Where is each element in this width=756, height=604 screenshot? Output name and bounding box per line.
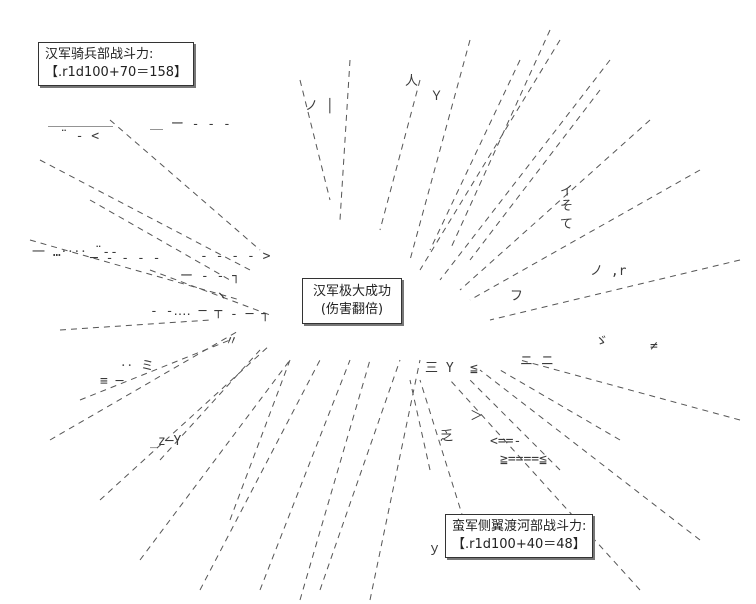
- ascii-fragment: ≧====≦: [500, 452, 547, 467]
- han-cavalry-title: 汉军骑兵部战斗力:: [45, 47, 154, 62]
- speed-line: [59, 319, 211, 331]
- ascii-fragment: ノ ,r: [590, 264, 627, 279]
- speed-line: [229, 359, 291, 521]
- speed-line: [449, 379, 641, 591]
- ascii-fragment: イ: [560, 184, 573, 199]
- speed-line: [29, 239, 241, 301]
- speed-line: [109, 119, 261, 251]
- speed-line: [449, 29, 551, 251]
- speed-line: [79, 339, 231, 401]
- speed-line: [299, 79, 331, 201]
- speed-line: [139, 359, 291, 561]
- han-cavalry-power-panel: 汉军骑兵部战斗力: 【.r1d100+70＝158】: [38, 42, 195, 86]
- ascii-fragment: 一 …‥‥ ¨‐‐: [32, 245, 118, 260]
- speed-line: [379, 79, 421, 231]
- ascii-fragment: Ｙ: [430, 89, 443, 104]
- ascii-fragment: <==‐: [490, 434, 521, 449]
- speed-line: [409, 39, 471, 261]
- man-flank-roll: 【.r1d100+40＝48】: [452, 537, 586, 552]
- speed-line: [469, 89, 601, 261]
- speed-line: [199, 359, 321, 591]
- speed-line: [339, 59, 351, 221]
- speed-line: [49, 329, 241, 441]
- man-flank-power-panel: 蛮军侧翼渡河部战斗力: 【.r1d100+40＝48】: [445, 514, 594, 558]
- ascii-fragment: ゞ: [595, 334, 608, 349]
- ascii-fragment: ─ ‐ ‐ ‐ ‐: [89, 251, 160, 266]
- speed-line: [429, 59, 521, 251]
- speed-line: [159, 349, 261, 461]
- ascii-fragment: ー ‐ ‐ ┐: [180, 269, 240, 284]
- man-flank-title: 蛮军侧翼渡河部战斗力:: [452, 519, 587, 534]
- ascii-fragment: _z─Y: [150, 434, 181, 449]
- ascii-fragment: ‐ ‐ ‐ ‐ >: [200, 249, 271, 264]
- speed-line: [259, 359, 351, 591]
- ascii-fragment: ノ │: [305, 97, 334, 114]
- ascii-fragment: ＞: [470, 409, 483, 424]
- battle-result-headline: 汉军极大成功: [313, 284, 392, 299]
- ascii-glyphs: ＿＿＿＿＿ ＿ ー ‐ ‐ ‐ ¨ ‐ < 一 …‥‥ ¨‐‐─ ‐ ‐ ‐ ‐ ‐ ‐…: [32, 74, 658, 556]
- ascii-fragment: ニ ニ: [520, 354, 554, 369]
- battle-result-effect: (伤害翻倍): [320, 302, 384, 317]
- ascii-fragment: ≡ ─: [100, 374, 124, 389]
- speed-line: [299, 359, 371, 601]
- speed-line: [99, 344, 271, 501]
- ascii-fragment: ≦: [470, 361, 478, 376]
- speed-line: [489, 259, 741, 321]
- ascii-fragment: 三 Y: [425, 361, 454, 376]
- ascii-fragment: ‐ ‐‥‥ ─ ┬: [150, 304, 222, 319]
- ascii-fragment: ｙ: [428, 541, 441, 556]
- speed-line: [409, 379, 431, 471]
- speed-line: [459, 119, 651, 291]
- speed-line: [89, 199, 231, 281]
- speed-line: [469, 169, 701, 301]
- ascii-fragment: フ: [510, 289, 523, 304]
- speed-line: [369, 359, 421, 601]
- ascii-fragment: ‥ ミ: [120, 359, 154, 374]
- speed-line: [319, 359, 401, 591]
- speed-line: [519, 359, 741, 421]
- speed-line: [419, 379, 471, 541]
- ascii-fragment: ＿＿＿＿＿: [48, 114, 113, 129]
- speed-line: [479, 369, 701, 541]
- speed-line: [439, 59, 611, 281]
- speed-line: [419, 39, 561, 271]
- battle-result-panel: 汉军极大成功 (伤害翻倍): [302, 278, 403, 324]
- ascii-fragment: ヽ: [215, 289, 228, 304]
- ascii-fragment: ≠: [650, 339, 658, 354]
- ascii-fragment: 乏: [440, 429, 453, 444]
- speed-lines: [29, 29, 741, 601]
- ascii-fragment: ¨ ‐ <: [60, 129, 99, 144]
- ascii-fragment: 〃: [225, 334, 238, 349]
- ascii-fragment: ＿ ー ‐ ‐ ‐: [150, 117, 231, 132]
- ascii-fragment: て: [560, 217, 573, 232]
- han-cavalry-roll: 【.r1d100+70＝158】: [45, 65, 188, 80]
- speed-line: [499, 369, 621, 441]
- ascii-fragment: そ: [560, 199, 573, 214]
- ascii-fragment: ‐ ─ ┐: [230, 307, 269, 322]
- ascii-fragment: 人: [405, 74, 418, 89]
